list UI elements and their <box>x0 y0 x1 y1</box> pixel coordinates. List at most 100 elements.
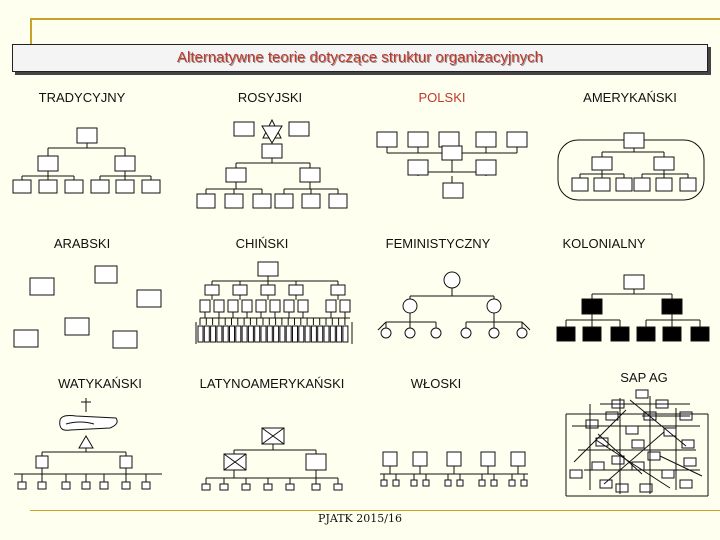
node-box <box>204 284 220 296</box>
node-box <box>655 177 673 192</box>
label-wloski: WŁOSKI <box>410 376 462 391</box>
node-box <box>219 483 229 491</box>
node-box <box>410 479 418 487</box>
node-box <box>260 284 276 296</box>
network-node <box>615 483 629 493</box>
node-box <box>330 284 346 296</box>
network-node <box>661 469 675 479</box>
label-watykanski: WATYKAŃSKI <box>58 376 142 391</box>
node-box <box>636 326 656 342</box>
node-box <box>311 483 321 491</box>
circle-node <box>460 327 472 339</box>
node-box <box>301 193 321 209</box>
node-box <box>593 177 611 192</box>
node-box <box>392 479 400 487</box>
label-chinski: CHIŃSKI <box>235 236 289 251</box>
node-box <box>76 127 98 144</box>
star-triangle <box>261 125 283 144</box>
node-box <box>653 156 675 171</box>
node-box <box>141 481 151 490</box>
node-box <box>252 193 272 209</box>
node-box <box>292 325 298 343</box>
node-box <box>325 299 337 313</box>
node-box <box>266 325 273 343</box>
node-box <box>520 479 528 487</box>
node-box <box>227 299 239 313</box>
connector-line <box>629 399 687 447</box>
node-box <box>380 479 388 487</box>
node-box <box>94 265 118 284</box>
node-box <box>446 451 462 467</box>
node-box <box>490 479 498 487</box>
network-node <box>679 479 693 489</box>
label-tradycyjny: TRADYCYJNY <box>38 90 126 105</box>
node-box <box>232 284 248 296</box>
node-box <box>376 131 398 148</box>
node-box <box>201 483 211 491</box>
circle-node <box>404 327 416 339</box>
node-box <box>305 453 327 471</box>
label-polski: POLSKI <box>418 90 466 105</box>
label-feministyczny: FEMINISTYCZNY <box>385 236 491 251</box>
circle-node <box>486 298 502 314</box>
node-box <box>623 274 645 290</box>
node-box <box>12 179 32 194</box>
circle-node <box>380 327 392 339</box>
node-box <box>197 325 204 343</box>
node-box <box>329 325 336 343</box>
node-box <box>241 483 251 491</box>
footer-text: PJATK 2015/16 <box>318 512 402 525</box>
node-box <box>382 451 398 467</box>
node-box <box>323 325 330 343</box>
node-box <box>442 182 464 199</box>
label-amerykanski: AMERYKAŃSKI <box>583 90 677 105</box>
node-box <box>333 483 343 491</box>
node-box <box>37 155 59 172</box>
node-box <box>99 481 109 490</box>
node-box <box>141 179 161 194</box>
node-box <box>288 121 310 137</box>
node-box <box>506 131 528 148</box>
node-box <box>121 481 131 490</box>
circle-node <box>488 327 500 339</box>
node-box <box>263 483 273 491</box>
node-box <box>407 131 429 148</box>
network-node <box>585 419 599 429</box>
node-box <box>662 326 682 342</box>
network-node <box>639 483 653 493</box>
node-box <box>407 159 429 176</box>
node-box <box>235 325 242 343</box>
node-box <box>136 289 162 308</box>
node-box <box>199 299 211 313</box>
node-box <box>615 177 633 192</box>
network-node <box>681 439 695 449</box>
node-box <box>260 325 267 343</box>
node-box <box>64 179 84 194</box>
node-box <box>342 325 349 343</box>
node-box <box>216 325 223 343</box>
node-box <box>478 479 486 487</box>
circle-node <box>443 271 461 289</box>
node-box <box>679 177 697 192</box>
node-box <box>261 143 283 159</box>
node-box <box>115 179 135 194</box>
label-arabski: ARABSKI <box>53 236 111 251</box>
node-box <box>229 325 235 343</box>
node-box <box>285 325 292 343</box>
network-node <box>569 469 583 479</box>
node-box <box>412 451 428 467</box>
node-box <box>288 284 304 296</box>
dove-detail <box>65 421 95 425</box>
node-box <box>29 277 55 296</box>
node-box <box>13 329 39 348</box>
node-box <box>422 479 430 487</box>
node-box <box>690 326 710 342</box>
frame-left-line <box>30 18 32 46</box>
node-box <box>64 317 90 336</box>
triangle-node <box>78 435 94 449</box>
network-node <box>591 461 605 471</box>
node-box <box>119 455 133 469</box>
node-box <box>480 451 496 467</box>
node-box <box>196 193 216 209</box>
